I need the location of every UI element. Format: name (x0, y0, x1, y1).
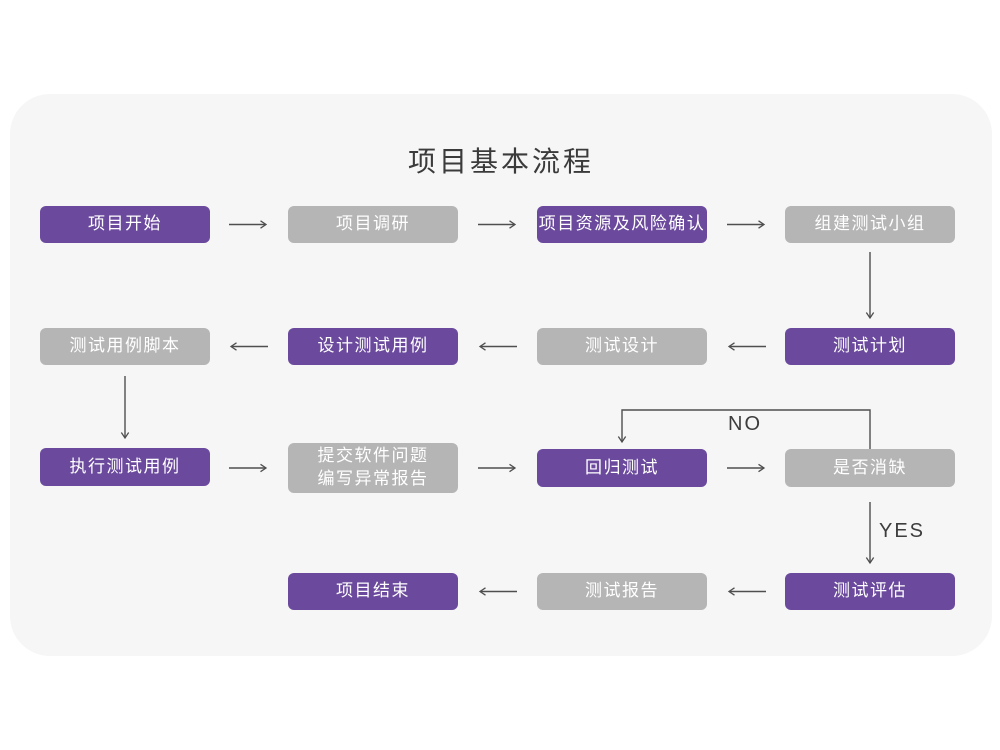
node-regression-test: 回归测试 (537, 449, 707, 487)
node-test-evaluate: 测试评估 (785, 573, 955, 610)
node-project-research: 项目调研 (288, 206, 458, 243)
node-build-team: 组建测试小组 (785, 206, 955, 243)
node-submit-issue: 提交软件问题 编写异常报告 (288, 443, 458, 493)
node-test-report: 测试报告 (537, 573, 707, 610)
node-project-end: 项目结束 (288, 573, 458, 610)
node-design-case: 设计测试用例 (288, 328, 458, 365)
node-execute-case: 执行测试用例 (40, 448, 210, 486)
node-test-plan: 测试计划 (785, 328, 955, 365)
diagram-title: 项目基本流程 (407, 146, 594, 177)
node-resource-risk: 项目资源及风险确认 (537, 206, 707, 243)
branch-label-yes: YES (879, 520, 926, 542)
node-defect-cleared: 是否消缺 (785, 449, 955, 487)
node-case-script: 测试用例脚本 (40, 328, 210, 365)
node-project-start: 项目开始 (40, 206, 210, 243)
node-test-design: 测试设计 (537, 328, 707, 365)
branch-label-no: NO (728, 413, 762, 435)
flowchart-card-background (10, 94, 992, 656)
